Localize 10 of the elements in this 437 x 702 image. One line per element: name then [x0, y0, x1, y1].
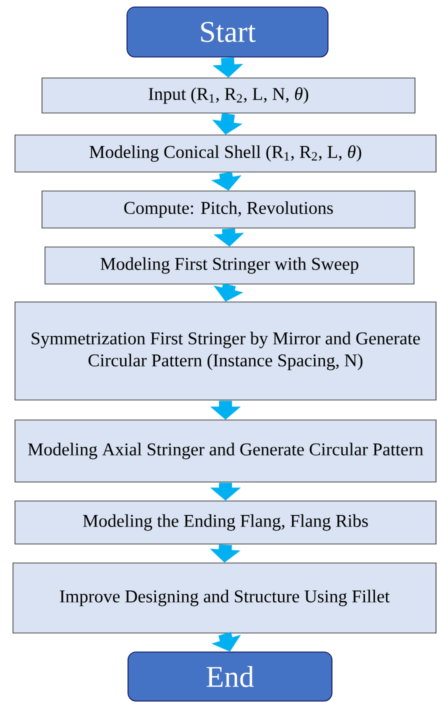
process-box: Input (R$_{1}$, R$_{2}$, L, N, θ)	[42, 78, 416, 114]
process-box: Modeling Conical Shell (R$_{1}$, R$_{2}$, L, θ)	[14, 134, 436, 172]
process-box: Modeling First Stringer with Sweep	[44, 246, 414, 284]
terminal-box: End	[128, 652, 332, 702]
process-box: Improve Designing and Structure Using Fillet	[12, 562, 436, 634]
process-box: Modeling Axial Stringer and Generate Circular Pattern	[14, 420, 436, 482]
process-box: Modeling the Ending Flang, Flang Ribs	[14, 500, 436, 544]
terminal-box: Start	[126, 6, 328, 58]
process-box: Symmetrization First Stringer by Mirror and Generate Circular Pattern (Instance Spacing, N)	[14, 302, 436, 400]
process-box: Compute: Pitch, Revolutions	[42, 190, 416, 228]
